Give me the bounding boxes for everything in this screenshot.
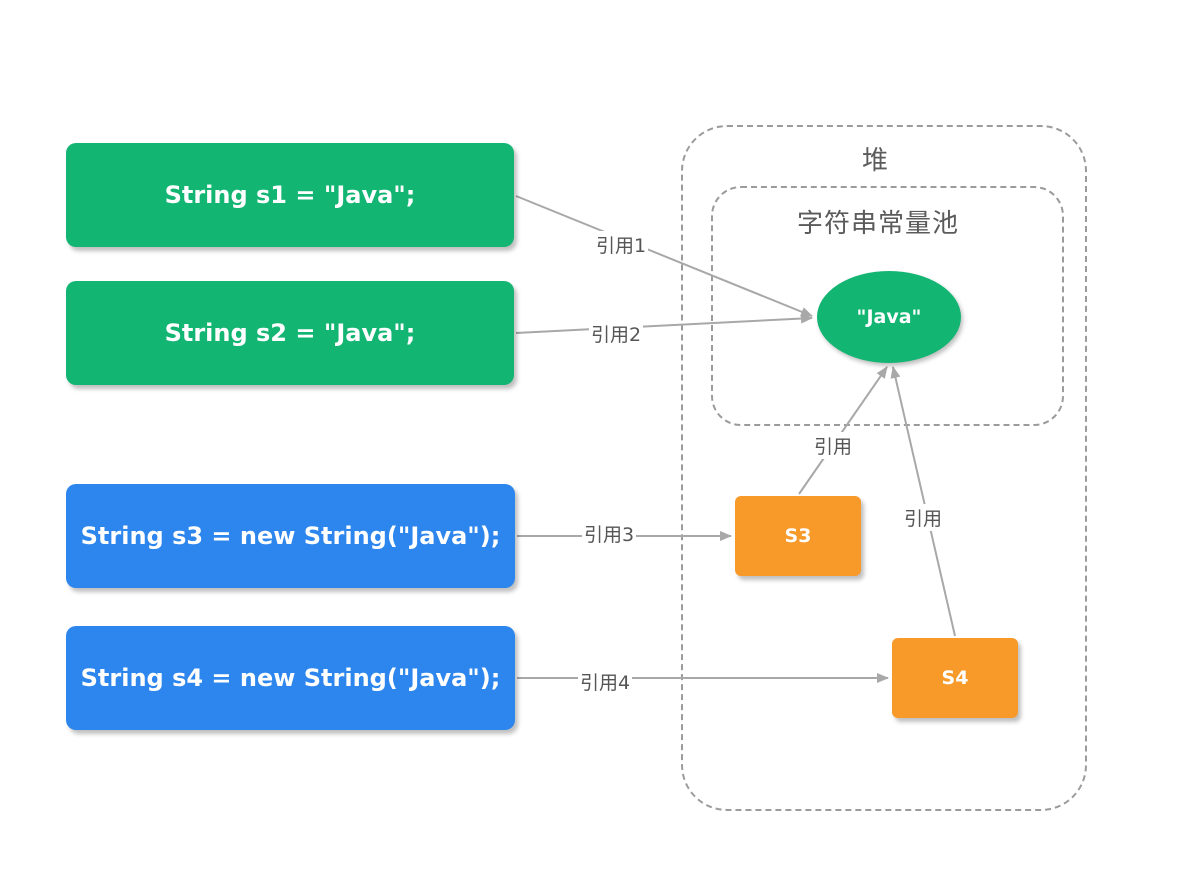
arrow-ref1 — [515, 195, 813, 317]
heap-title: 堆 — [862, 146, 889, 176]
arrow-s3-to-pool — [798, 366, 888, 495]
edge-label-ref2: 引用2 — [589, 320, 644, 347]
code-box-s1: String s1 = "Java"; — [66, 143, 514, 247]
string-pool-region — [711, 186, 1064, 426]
edge-label-ref3: 引用3 — [582, 520, 637, 547]
edge-label-s3-to-pool: 引用 — [812, 432, 855, 459]
heap-region — [681, 125, 1087, 811]
pool-literal-java: "Java" — [817, 271, 961, 363]
edge-label-ref1: 引用1 — [594, 231, 649, 258]
string-pool-title: 字符串常量池 — [797, 209, 960, 239]
code-box-s2: String s2 = "Java"; — [66, 281, 514, 385]
code-box-s4: String s4 = new String("Java"); — [66, 626, 515, 730]
heap-object-s4: S4 — [892, 638, 1018, 718]
arrow-ref2 — [515, 313, 813, 334]
edge-label-ref4: 引用4 — [578, 668, 633, 695]
code-box-s3: String s3 = new String("Java"); — [66, 484, 515, 588]
heap-object-s3: S3 — [735, 496, 861, 576]
edge-label-s4-to-pool: 引用 — [902, 504, 945, 531]
arrow-s4-to-pool — [890, 366, 956, 637]
